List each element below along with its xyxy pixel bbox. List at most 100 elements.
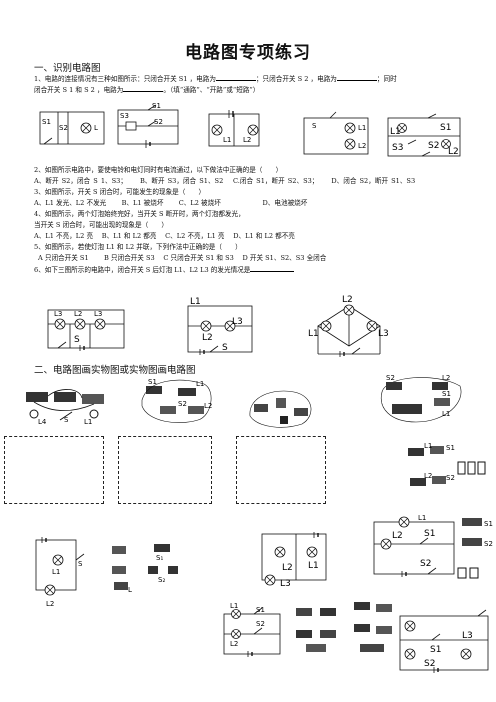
- svg-text:S1: S1: [440, 123, 451, 133]
- svg-text:S1: S1: [484, 520, 493, 528]
- physical-circuit-2: S1 L1 S2 L2: [141, 378, 212, 423]
- svg-text:S2: S2: [428, 141, 439, 151]
- q4-option-c[interactable]: C、L2 不亮，L1 亮: [165, 232, 225, 240]
- answer-box-2[interactable]: [118, 436, 212, 504]
- svg-text:L1: L1: [190, 297, 201, 307]
- svg-text:L2: L2: [202, 333, 213, 343]
- svg-text:L1: L1: [230, 602, 238, 610]
- circuit-figure-bottom-1: L1 S1 L2 S2: [223, 602, 281, 657]
- question-2-stem: 2、如图所示电路中，要使电铃和电灯同时有电流通过，以下做法中正确的是（ ）: [34, 166, 283, 174]
- q3-option-c[interactable]: C、L2 被烧坏: [178, 199, 221, 207]
- svg-text:S1: S1: [430, 645, 441, 655]
- svg-text:L2: L2: [424, 472, 432, 480]
- svg-text:L2: L2: [392, 531, 403, 541]
- question-5-stem: 5、如图所示，若使灯泡 L1 和 L2 并联，下列作法中正确的是（ ）: [34, 243, 242, 251]
- answer-blank-2[interactable]: [336, 74, 377, 81]
- svg-text:S1: S1: [424, 529, 435, 539]
- svg-text:L3: L3: [54, 310, 62, 318]
- svg-text:L2: L2: [74, 310, 82, 318]
- svg-text:L3: L3: [378, 329, 389, 339]
- q2-option-d[interactable]: D、闭合 S2，断开 S1、S3: [331, 177, 416, 185]
- svg-text:S2: S2: [484, 540, 493, 548]
- answer-blank-3[interactable]: [123, 85, 164, 92]
- answer-box-3[interactable]: [236, 436, 326, 504]
- svg-text:S1: S1: [42, 118, 51, 126]
- q3-option-b[interactable]: B、L1 被烧坏: [121, 199, 164, 207]
- svg-text:L2: L2: [243, 136, 251, 144]
- question-4-options: A、L1 不亮，L2 亮 B、L1 和 L2 都亮 C、L2 不亮，L1 亮 D…: [34, 232, 474, 241]
- svg-text:L3: L3: [232, 317, 243, 327]
- svg-text:S1: S1: [152, 102, 161, 110]
- svg-text:L3: L3: [94, 310, 102, 318]
- svg-text:S₂: S₂: [158, 576, 165, 584]
- svg-text:S2: S2: [420, 559, 431, 569]
- q3-option-a[interactable]: A、L1 发光、L2 不发光: [34, 199, 107, 207]
- circuit-figure-q5: L1 S1 S3 S2 L2: [387, 113, 461, 157]
- svg-text:S: S: [78, 560, 83, 568]
- svg-text:L1: L1: [308, 329, 319, 339]
- question-3-options: A、L1 发光、L2 不发光 B、L1 被烧坏 C、L2 被烧坏 D、电池被烧坏: [34, 199, 474, 208]
- physical-components-lower-1: S₁ S₂ L: [112, 544, 178, 594]
- svg-text:S1: S1: [446, 444, 455, 452]
- answer-blank-1[interactable]: [215, 74, 256, 81]
- circuit-figure-lower-2: L2 L1 L3: [261, 532, 327, 589]
- answer-box-1[interactable]: [4, 436, 104, 504]
- q4-option-a[interactable]: A、L1 不亮，L2 亮: [34, 232, 94, 240]
- svg-text:L2: L2: [230, 640, 238, 648]
- svg-text:L1: L1: [308, 561, 319, 571]
- svg-text:S2: S2: [178, 400, 187, 408]
- svg-text:S2: S2: [386, 374, 395, 382]
- svg-text:S2: S2: [446, 474, 455, 482]
- svg-text:S: S: [74, 335, 80, 345]
- q2-option-c[interactable]: C.闭合 S1，断开 S2、S3；: [232, 177, 319, 185]
- q2-option-a[interactable]: A、断开 S2，闭合 S 1、S3；: [34, 177, 127, 185]
- svg-text:L1: L1: [390, 127, 401, 137]
- svg-text:L1: L1: [196, 380, 204, 388]
- q4-option-d[interactable]: D、L1 和 L2 都不亮: [233, 232, 295, 240]
- circuit-figure-q6-a: L3 L2 L3 S: [47, 309, 125, 351]
- q5-option-c[interactable]: C 只闭合开关 S1 和 S3: [163, 254, 234, 262]
- svg-text:L4: L4: [38, 418, 47, 426]
- q4-option-b[interactable]: B、L1 和 L2 都亮: [101, 232, 157, 240]
- circuit-figure-q3: L1 L2: [208, 110, 260, 147]
- physical-circuit-1: L4 S L1: [26, 389, 104, 426]
- svg-text:L1: L1: [358, 124, 366, 132]
- svg-text:L2: L2: [342, 295, 353, 305]
- q3-option-d[interactable]: D、电池被烧坏: [262, 199, 308, 207]
- circuit-figure-bottom-2: S1 L3 S2: [399, 609, 489, 673]
- svg-text:S₁: S₁: [156, 554, 163, 562]
- physical-components-right: L1 S1 L2 S2: [408, 442, 486, 486]
- svg-text:S3: S3: [392, 143, 403, 153]
- section-2-heading: 二、电路图画实物图或实物图画电路图: [34, 365, 196, 376]
- svg-text:S2: S2: [154, 118, 163, 126]
- svg-text:L2: L2: [442, 374, 450, 382]
- question-2-options: A、断开 S2，闭合 S 1、S3； B、断开 S3，闭合 S1、S2 C.闭合…: [34, 177, 474, 186]
- physical-circuit-3: [249, 390, 312, 428]
- svg-text:L: L: [94, 124, 98, 132]
- svg-text:L2: L2: [204, 402, 212, 410]
- answer-blank-q6[interactable]: [250, 265, 295, 272]
- svg-text:S: S: [312, 122, 317, 130]
- circuit-figure-q4: S L1 L2: [303, 111, 369, 155]
- section-1-heading: 一、识别电路图: [34, 63, 101, 74]
- svg-text:S2: S2: [256, 620, 265, 628]
- q5-option-d[interactable]: D 开关 S1、S2、S3 全闭合: [242, 254, 327, 262]
- svg-text:L1: L1: [52, 568, 60, 576]
- circuit-figure-2: S1 S2 S3: [117, 102, 179, 148]
- question-1-line-1: 1、电路的连接情况有三种如图所示：只闭合开关 S1 ，电路为；只闭合开关 S 2…: [34, 74, 397, 83]
- svg-text:L3: L3: [280, 579, 291, 589]
- q2-option-b[interactable]: B、断开 S3，闭合 S1、S2: [139, 177, 224, 185]
- svg-text:L2: L2: [282, 563, 293, 573]
- svg-text:S1: S1: [256, 606, 265, 614]
- q5-option-a[interactable]: A 只闭合开关 S1: [38, 254, 89, 262]
- physical-components-bottom-1: [296, 608, 336, 652]
- question-4-stem: 4、如图所示，两个灯泡始终完好，当开关 S 断开时，两个灯泡都发光，: [34, 210, 245, 218]
- circuit-figure-q1: S1 S2 L: [39, 111, 105, 145]
- question-3-stem: 3、如图所示，开关 S 闭合时，可能发生的现象是（ ）: [34, 188, 206, 196]
- svg-text:S2: S2: [59, 124, 68, 132]
- svg-text:L1: L1: [442, 410, 450, 418]
- question-1-line-2: 闭合开关 S 1 和 S 2 ，电路为。（填“通路”、“开路”或“短路”）: [34, 85, 260, 94]
- question-4-stem-2: 当开关 S 闭合时，可能出现的现象是（ ）: [34, 221, 168, 229]
- svg-text:L1: L1: [84, 418, 92, 426]
- q5-option-b[interactable]: B 只闭合开关 S3: [103, 254, 155, 262]
